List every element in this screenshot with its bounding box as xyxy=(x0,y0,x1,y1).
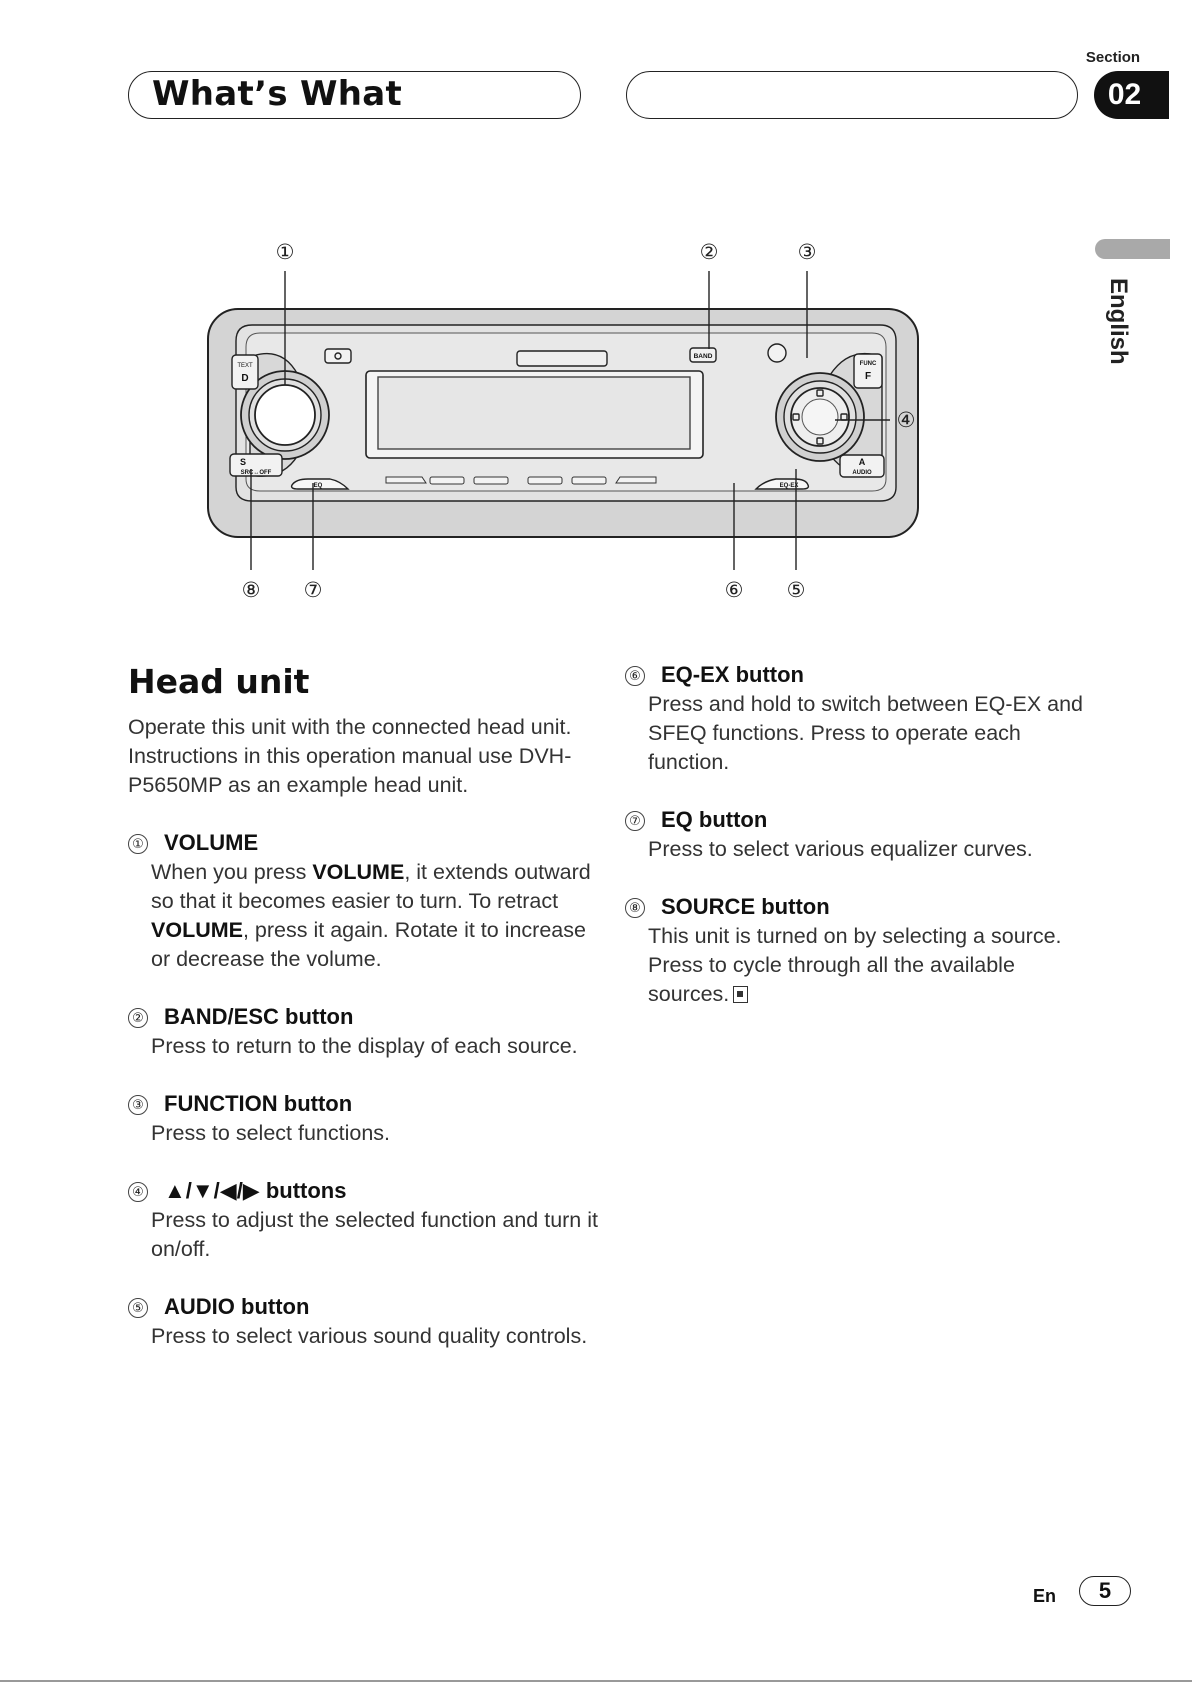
item-number: ⑥ xyxy=(625,666,645,686)
left-button xyxy=(792,413,800,421)
item-source: ⑧ SOURCE button This unit is turned on b… xyxy=(625,892,1095,1009)
display-screen xyxy=(377,376,691,450)
item-description: Press to select functions. xyxy=(151,1121,390,1145)
page-title: What’s What xyxy=(152,74,403,114)
band-button-label: BAND xyxy=(694,353,713,360)
item-title: EQ button xyxy=(661,807,768,832)
item-function: ③ FUNCTION button Press to select functi… xyxy=(128,1089,598,1148)
callout-5: ⑤ xyxy=(787,579,806,602)
title-pill xyxy=(128,71,581,119)
return-button xyxy=(767,343,787,363)
language-tab-marker xyxy=(1095,239,1170,259)
callout-8: ⑧ xyxy=(242,579,261,602)
item-number: ② xyxy=(128,1008,148,1028)
item-description: This unit is turned on by selecting a so… xyxy=(648,924,1062,1006)
source-button xyxy=(229,453,283,477)
volume-knob xyxy=(254,384,316,446)
callout-3: ③ xyxy=(798,241,817,264)
header-pill-blank xyxy=(626,71,1078,119)
callout-2: ② xyxy=(700,241,719,264)
down-button xyxy=(816,437,824,445)
item-title: ▲/▼/◀/▶ buttons xyxy=(164,1178,347,1203)
section-heading: Head unit xyxy=(128,662,310,701)
audio-button xyxy=(839,454,885,478)
func-button xyxy=(853,353,883,389)
end-of-section-icon xyxy=(733,986,749,1003)
callout-6: ⑥ xyxy=(725,579,744,602)
eq-ex-button xyxy=(754,478,810,490)
item-description: When you press VOLUME, it extends outwar… xyxy=(151,860,591,971)
item-arrow-buttons: ④ ▲/▼/◀/▶ buttons Press to adjust the se… xyxy=(128,1176,598,1264)
item-description: Press to return to the display of each s… xyxy=(151,1034,578,1058)
band-button xyxy=(689,347,717,363)
section-label: Section xyxy=(1085,49,1141,66)
svg-text:F: F xyxy=(865,371,871,382)
left-column: Head unit Operate this unit with the con… xyxy=(128,662,598,1379)
disc-slot xyxy=(516,350,608,367)
up-button xyxy=(816,389,824,397)
item-number: ③ xyxy=(128,1095,148,1115)
item-audio: ⑤ AUDIO button Press to select various s… xyxy=(128,1292,598,1351)
eq-button xyxy=(290,478,350,490)
item-description: Press and hold to switch between EQ-EX a… xyxy=(648,692,1084,774)
language-tab-label: English xyxy=(1105,278,1132,365)
item-title: SOURCE button xyxy=(661,894,830,919)
item-description: Press to select various sound quality co… xyxy=(151,1324,588,1348)
item-number: ⑤ xyxy=(128,1298,148,1318)
svg-text:A: A xyxy=(859,457,866,467)
svg-text:TEXT: TEXT xyxy=(237,363,253,369)
item-number: ① xyxy=(128,834,148,854)
open-button xyxy=(324,348,352,364)
item-eq: ⑦ EQ button Press to select various equa… xyxy=(625,805,1095,864)
item-number: ④ xyxy=(128,1182,148,1202)
item-volume: ① VOLUME When you press VOLUME, it exten… xyxy=(128,828,598,974)
item-number: ⑦ xyxy=(625,811,645,831)
callout-4: ④ xyxy=(897,409,916,432)
item-title: EQ-EX button xyxy=(661,662,804,687)
section-number-badge: 02 xyxy=(1094,71,1169,119)
callout-1: ① xyxy=(276,241,295,264)
item-title: FUNCTION button xyxy=(164,1091,353,1116)
page-number: 5 xyxy=(1079,1576,1131,1606)
item-eq-ex: ⑥ EQ-EX button Press and hold to switch … xyxy=(625,660,1095,777)
preset-buttons xyxy=(385,476,657,485)
item-band-esc: ② BAND/ESC button Press to return to the… xyxy=(128,1002,598,1061)
text-button xyxy=(231,354,259,390)
item-title: VOLUME xyxy=(164,830,259,855)
svg-text:EQ: EQ xyxy=(314,483,323,489)
head-unit-illustration: BAND TEXT D S SRC↔OFF EQ xyxy=(207,241,919,602)
bottom-rule xyxy=(0,1680,1192,1682)
item-title: AUDIO button xyxy=(164,1294,310,1319)
item-description: Press to select various equalizer curves… xyxy=(648,837,1033,861)
svg-text:EQ-EX: EQ-EX xyxy=(780,483,799,489)
item-description: Press to adjust the selected function an… xyxy=(151,1208,598,1261)
intro-paragraph: Operate this unit with the connected hea… xyxy=(128,715,572,797)
footer-language: En xyxy=(1033,1586,1057,1606)
item-title: BAND/ESC button xyxy=(164,1004,354,1029)
item-number: ⑧ xyxy=(625,898,645,918)
callout-7: ⑦ xyxy=(304,579,323,602)
right-column: ⑥ EQ-EX button Press and hold to switch … xyxy=(625,660,1095,1037)
svg-text:S: S xyxy=(240,457,246,467)
svg-text:SRC↔OFF: SRC↔OFF xyxy=(241,470,272,476)
svg-text:AUDIO: AUDIO xyxy=(852,470,872,476)
svg-text:FUNC: FUNC xyxy=(860,361,877,367)
svg-text:D: D xyxy=(241,373,248,384)
